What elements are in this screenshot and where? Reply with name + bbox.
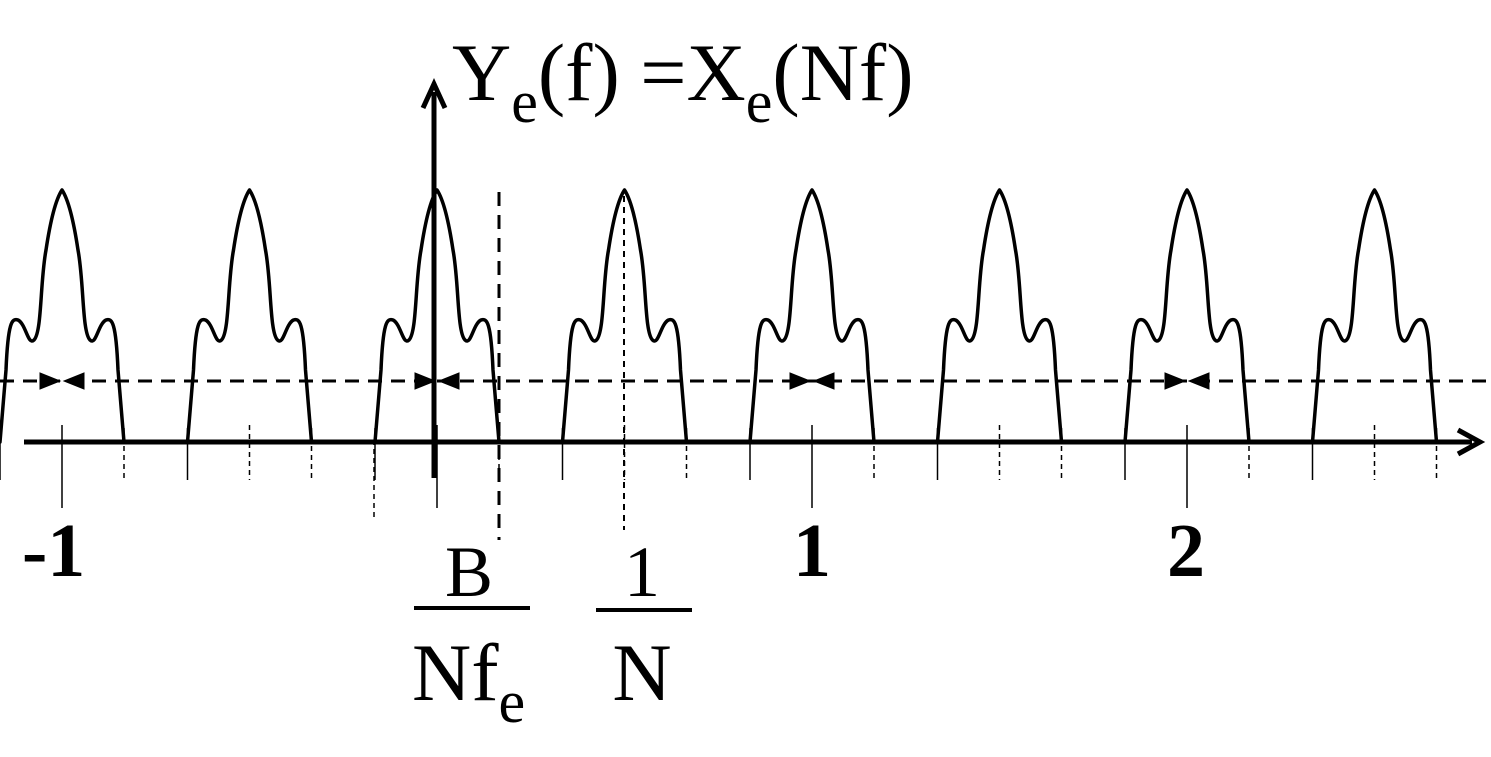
bandwidth-arrowhead [1187, 372, 1210, 390]
bandwidth-arrows [39, 372, 1210, 390]
fraction-one-numerator: 1 [624, 532, 660, 612]
spectrum-replica [935, 188, 1064, 444]
bandwidth-arrowhead [1164, 372, 1187, 390]
fraction-one-denominator: N [612, 627, 671, 718]
spectrum-replica [748, 188, 876, 444]
tick-label-two: 2 [1167, 509, 1205, 593]
tick-label-minus-one: -1 [22, 509, 85, 593]
amplitude-axis-arrowhead [420, 77, 448, 110]
spectrum-replica [0, 188, 126, 444]
bandwidth-arrowhead [437, 372, 460, 390]
bandwidth-arrowhead [62, 372, 85, 390]
spectrum-replica [185, 188, 314, 444]
spectrum-replica [1310, 188, 1439, 444]
spectrum-title: Ye(f) =Xe(Nf) [452, 27, 914, 135]
spectrum-replica [560, 188, 689, 444]
spectrum-replica [373, 188, 501, 444]
fraction-b-numerator: B [445, 532, 493, 612]
bandwidth-arrowhead [39, 372, 62, 390]
axis-ticks [0, 425, 1438, 518]
fraction-b-denominator: Nfe [412, 627, 525, 735]
tick-label-one: 1 [793, 509, 831, 593]
spectrum-replicas [0, 188, 1439, 444]
bandwidth-arrowhead [812, 372, 835, 390]
spectrum-replica [1123, 188, 1251, 444]
bandwidth-arrowhead [414, 372, 437, 390]
bandwidth-arrowhead [789, 372, 812, 390]
frequency-axis-arrowhead [1456, 427, 1486, 457]
